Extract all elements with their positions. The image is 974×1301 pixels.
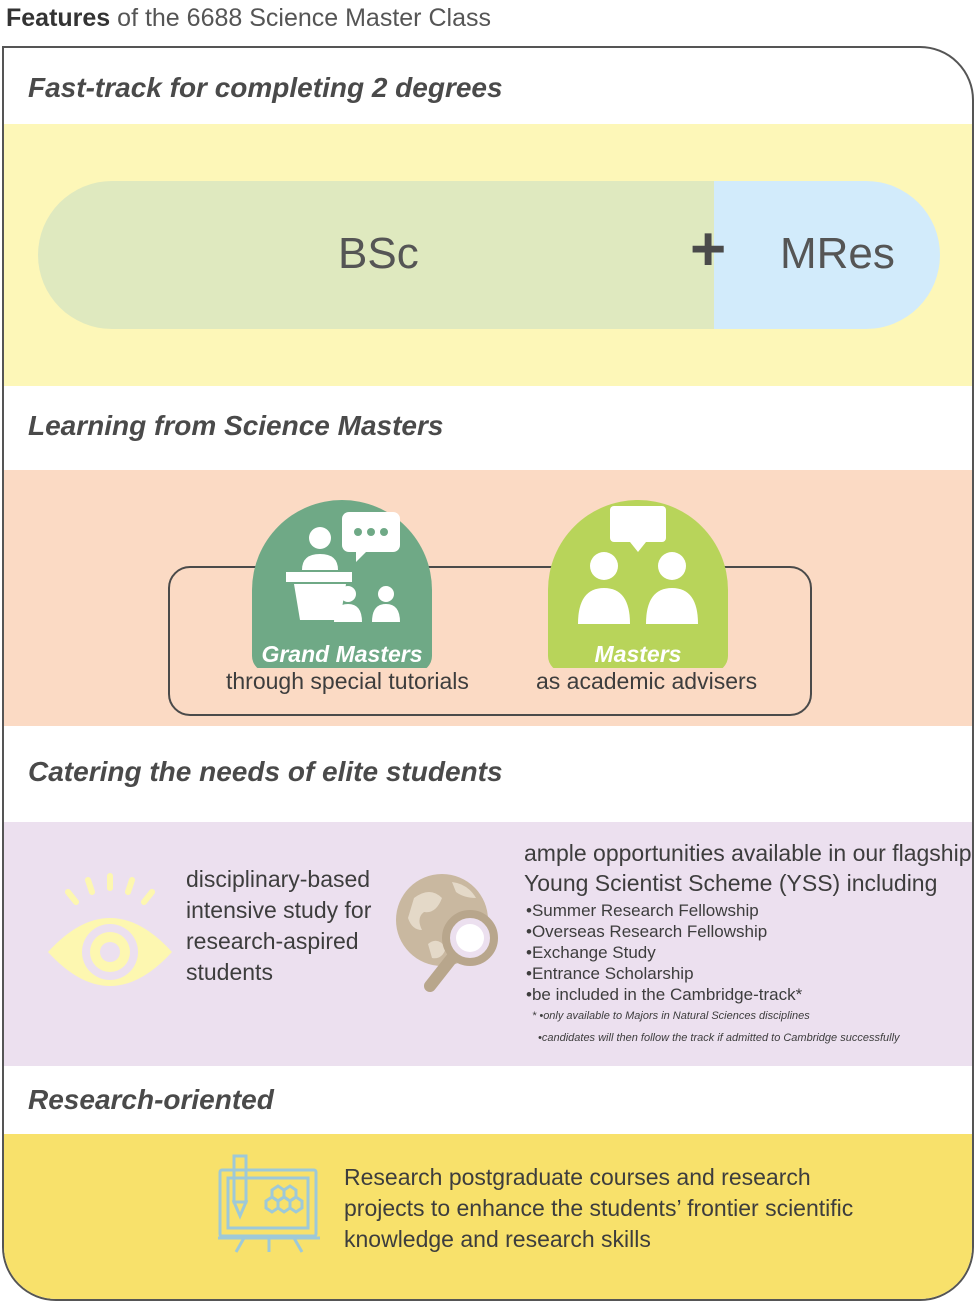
- mres-pill: [714, 181, 940, 329]
- section-heading-elite: Catering the needs of elite students: [28, 756, 503, 787]
- fast-track-band: BSc + MRes: [4, 124, 972, 386]
- footnote-2: •candidates will then follow the track i…: [538, 1032, 900, 1044]
- plus-sign: +: [690, 215, 727, 284]
- section-heading-fast-track: Fast-track for completing 2 degrees: [28, 72, 503, 103]
- list-item: •be included in the Cambridge-track*: [526, 985, 803, 1004]
- connector-bracket: [168, 566, 812, 716]
- list-item: •Overseas Research Fellowship: [526, 922, 768, 941]
- yss-intro: ample opportunities available in our fla…: [524, 840, 972, 896]
- research-board-icon: [218, 1154, 320, 1253]
- footnote-1: * •only available to Majors in Natural S…: [532, 1010, 810, 1022]
- grand-masters-badge: Grand Masters: [252, 500, 432, 672]
- advisers-icon: [578, 506, 698, 624]
- masters-badge: Masters: [548, 500, 728, 672]
- mres-label: MRes: [780, 229, 895, 278]
- features-card: Fast-track for completing 2 degrees BSc …: [2, 46, 974, 1301]
- list-item: •Entrance Scholarship: [526, 964, 694, 983]
- research-text: Research postgraduate courses and resear…: [344, 1164, 854, 1252]
- section-heading-research: Research-oriented: [28, 1084, 274, 1115]
- elite-band: disciplinary-based intensive study for r…: [4, 822, 972, 1066]
- list-item: •Summer Research Fellowship: [526, 901, 759, 920]
- lecturer-icon: [286, 512, 400, 622]
- masters-band: Grand Masters through special tutorials …: [4, 470, 972, 726]
- bsc-pill: [38, 181, 714, 329]
- globe-magnifier-icon: [396, 874, 498, 992]
- page-title: Features of the 6688 Science Master Clas…: [6, 4, 491, 32]
- grand-masters-subtitle: through special tutorials: [222, 668, 473, 695]
- yss-bullet-list: •Summer Research Fellowship •Overseas Re…: [526, 900, 802, 1005]
- bsc-label: BSc: [338, 229, 419, 278]
- list-item: •Exchange Study: [526, 943, 656, 962]
- eye-icon: [48, 873, 172, 986]
- masters-subtitle: as academic advisers: [532, 668, 762, 695]
- section-heading-masters: Learning from Science Masters: [28, 410, 444, 441]
- grand-masters-label: Grand Masters: [261, 641, 423, 667]
- masters-label: Masters: [594, 641, 682, 667]
- research-band: Research postgraduate courses and resear…: [4, 1134, 972, 1299]
- elite-left-text: disciplinary-based intensive study for r…: [186, 866, 372, 985]
